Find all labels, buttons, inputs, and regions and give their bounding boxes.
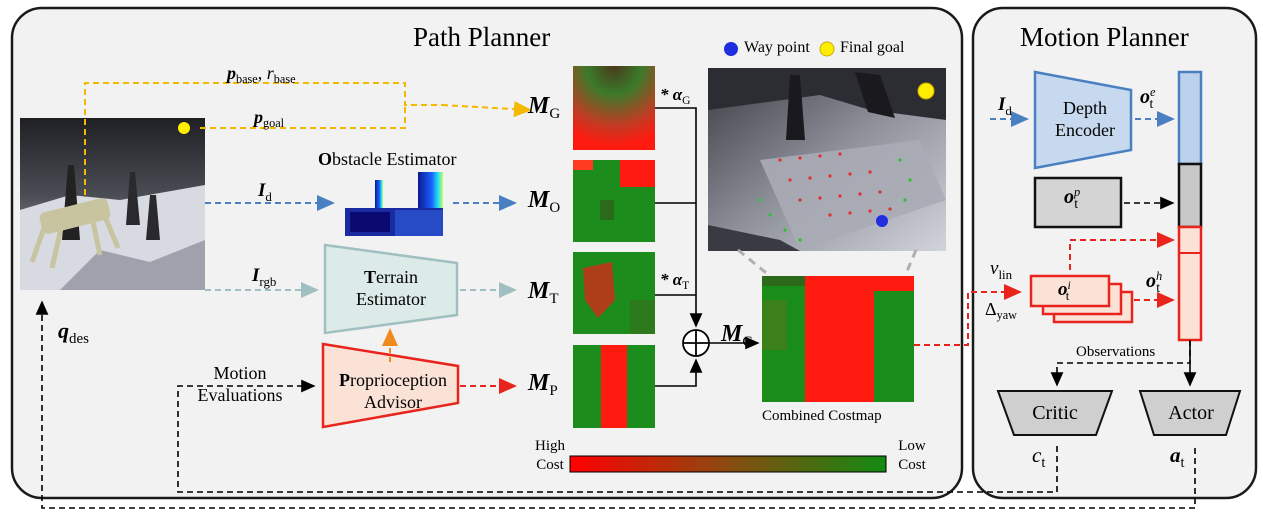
critic-label: Critic xyxy=(1032,402,1078,424)
combined-costmap xyxy=(762,276,914,402)
terrain-estimator-label: Terrain Estimator xyxy=(356,267,426,309)
label-mg: MG xyxy=(528,93,561,123)
arrow-p-base xyxy=(84,82,442,195)
legend-final-goal: Final goal xyxy=(840,39,905,56)
terrain-estimator-shape xyxy=(323,243,459,335)
map-mg xyxy=(573,66,655,150)
zoom-line-right xyxy=(903,249,918,277)
label-v-lin: vlin xyxy=(990,258,1013,282)
label-mt: MT xyxy=(528,278,559,308)
motion-evaluations-label: Motion Evaluations xyxy=(197,363,283,405)
obstacle-depth-image xyxy=(345,172,443,236)
weight-alpha-t: * αT xyxy=(660,270,690,293)
oi-box xyxy=(1029,274,1111,308)
arrow-costmap-motion xyxy=(914,284,1022,346)
observations-label: Observations xyxy=(1076,344,1156,360)
obs-vector-h xyxy=(1177,225,1203,342)
label-mp-i-d: Id xyxy=(998,94,1012,118)
actor-shape xyxy=(1138,390,1242,436)
motion-planner-title: Motion Planner xyxy=(1020,22,1189,52)
arrow-oi-up xyxy=(1069,232,1175,270)
obs-vector-p xyxy=(1177,162,1203,229)
obs-vector-e xyxy=(1177,70,1203,166)
arrow-motion-eval xyxy=(177,379,1058,493)
label-delta-yaw: Δyaw xyxy=(985,299,1017,323)
proprioception-advisor-label: Proprioception Advisor xyxy=(339,370,447,412)
map-mp xyxy=(573,345,655,428)
combined-costmap-caption: Combined Costmap xyxy=(762,408,882,424)
critic-shape xyxy=(996,390,1114,436)
cost-colorbar xyxy=(569,455,887,473)
label-a-t: at xyxy=(1170,443,1185,471)
legend-way-point: Way point xyxy=(744,39,810,56)
actor-label: Actor xyxy=(1168,402,1214,424)
arrow-q-des xyxy=(35,300,1196,509)
label-p-base: pbase, rbase xyxy=(227,63,296,87)
label-o-h: oht xyxy=(1146,269,1163,295)
label-mo: MO xyxy=(528,187,561,217)
map-mo xyxy=(573,160,655,242)
line-mg xyxy=(655,107,703,328)
weight-alpha-g: * αG xyxy=(660,85,691,108)
label-i-rgb: Irgb xyxy=(252,265,277,289)
way-point-dot xyxy=(724,42,738,56)
op-box xyxy=(1033,176,1123,229)
arrow-p-goal xyxy=(200,105,530,129)
terrain-3d-image xyxy=(708,68,946,251)
proprioception-advisor-shape xyxy=(321,342,460,429)
label-q-des: qdes xyxy=(58,318,89,348)
label-mp: MP xyxy=(528,370,558,400)
line-mp xyxy=(655,358,703,387)
final-goal-dot xyxy=(819,41,835,57)
label-o-p: opt xyxy=(1064,185,1081,211)
label-o-e: oet xyxy=(1140,85,1156,111)
label-o-i: oit xyxy=(1058,278,1071,303)
label-c-t: ct xyxy=(1032,443,1046,471)
label-mc: MC xyxy=(721,321,753,351)
obstacle-estimator-label: Obstacle Estimator xyxy=(318,149,457,169)
map-mt xyxy=(573,252,655,334)
label-p-goal: pgoal xyxy=(254,107,285,131)
path-planner-title: Path Planner xyxy=(413,22,551,52)
sim-robot-image xyxy=(20,118,205,290)
label-i-d: Id xyxy=(258,180,272,204)
zoom-line-left xyxy=(737,248,771,278)
depth-encoder-shape xyxy=(1033,70,1133,170)
